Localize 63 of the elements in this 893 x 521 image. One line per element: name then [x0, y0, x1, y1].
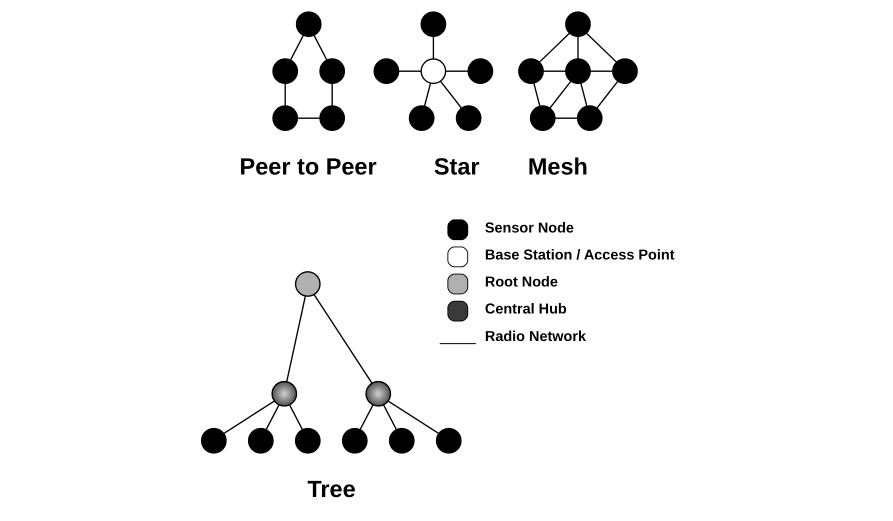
node-circle — [468, 58, 494, 84]
connector — [577, 36, 579, 59]
connector — [580, 83, 588, 106]
node-circle — [436, 428, 462, 454]
connector — [432, 36, 434, 59]
node-circle — [374, 58, 400, 84]
node-circle — [271, 380, 298, 407]
connector — [596, 80, 618, 109]
label: Star — [434, 153, 480, 180]
connector — [440, 80, 462, 109]
label: Tree — [307, 476, 356, 502]
node-circle — [296, 11, 322, 38]
connector — [383, 404, 398, 430]
node-circle — [200, 428, 227, 454]
connector — [314, 35, 328, 60]
node-circle — [530, 105, 556, 132]
node-circle — [518, 58, 544, 84]
connector — [533, 83, 541, 106]
connector — [286, 296, 306, 382]
node-circle — [420, 58, 446, 84]
node-circle — [319, 105, 346, 132]
connector — [424, 83, 432, 106]
node-circle — [612, 58, 638, 84]
legend-label: Central Hub — [484, 302, 567, 318]
connector — [313, 294, 372, 384]
node-circle — [319, 58, 346, 84]
connector — [290, 35, 304, 60]
node-circle — [420, 11, 446, 38]
node-circle — [565, 58, 591, 84]
node-circle — [272, 105, 298, 132]
node-circle — [365, 380, 392, 407]
connector — [284, 84, 286, 106]
node-circle — [248, 428, 274, 454]
connector — [332, 84, 333, 106]
connector — [549, 80, 572, 109]
connector — [289, 404, 304, 430]
connector — [265, 404, 280, 430]
connector — [555, 118, 578, 119]
connector — [446, 70, 468, 72]
connector — [398, 70, 421, 72]
node-circle — [408, 105, 435, 132]
node-circle — [576, 105, 603, 132]
node-circle — [294, 271, 321, 297]
connector — [590, 70, 613, 72]
connector — [298, 118, 320, 119]
connector — [539, 32, 570, 63]
connector — [224, 400, 275, 434]
label: Mesh — [528, 153, 588, 180]
connector — [388, 400, 440, 434]
legend-label: Root Node — [484, 274, 558, 291]
node-circle — [294, 428, 321, 454]
node-circle — [565, 11, 591, 38]
connector — [543, 70, 566, 72]
connector — [586, 32, 617, 63]
legend-label: Radio Network — [484, 328, 586, 345]
connector — [359, 404, 374, 430]
label: Peer to Peer — [240, 153, 377, 180]
legend-label: Sensor Node — [484, 220, 574, 236]
legend-label: Base Station / Access Point — [484, 247, 675, 264]
node-circle — [272, 58, 298, 84]
node-circle — [456, 105, 482, 132]
node-circle — [388, 428, 415, 454]
node-circle — [342, 428, 368, 454]
